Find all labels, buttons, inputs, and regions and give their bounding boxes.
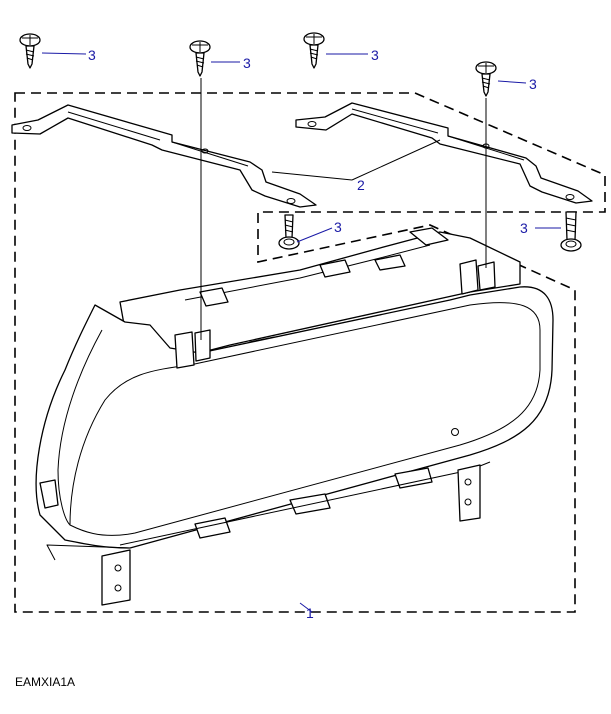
callout-3-top-left: 3 <box>88 47 96 63</box>
instrument-cluster-housing <box>35 227 554 606</box>
callout-leaders <box>41 52 561 613</box>
screw-top-center-right <box>303 32 325 69</box>
mounting-bracket-right <box>295 102 593 204</box>
mounting-bracket-left <box>11 104 317 208</box>
screw-lower-right-bracket <box>560 211 582 252</box>
assembly-dashed-outline <box>14 92 606 613</box>
callout-3-top-center-left: 3 <box>243 55 251 71</box>
callout-2-brackets: 2 <box>357 177 365 193</box>
diagram-reference-code: EAMXIA1A <box>15 675 76 689</box>
callout-3-top-center-right: 3 <box>371 47 379 63</box>
callout-3-lower-left: 3 <box>334 219 342 235</box>
callout-3-top-right: 3 <box>529 76 537 92</box>
screw-top-right <box>475 61 497 97</box>
screw-lower-left-bracket <box>278 214 300 250</box>
callout-3-lower-right: 3 <box>520 220 528 236</box>
screw-top-left <box>19 33 41 69</box>
callout-1-cluster: 1 <box>306 605 314 621</box>
alignment-lines <box>200 78 487 340</box>
callouts: 3 3 3 3 3 3 2 1 <box>88 47 537 621</box>
screw-top-center-left <box>189 40 211 77</box>
